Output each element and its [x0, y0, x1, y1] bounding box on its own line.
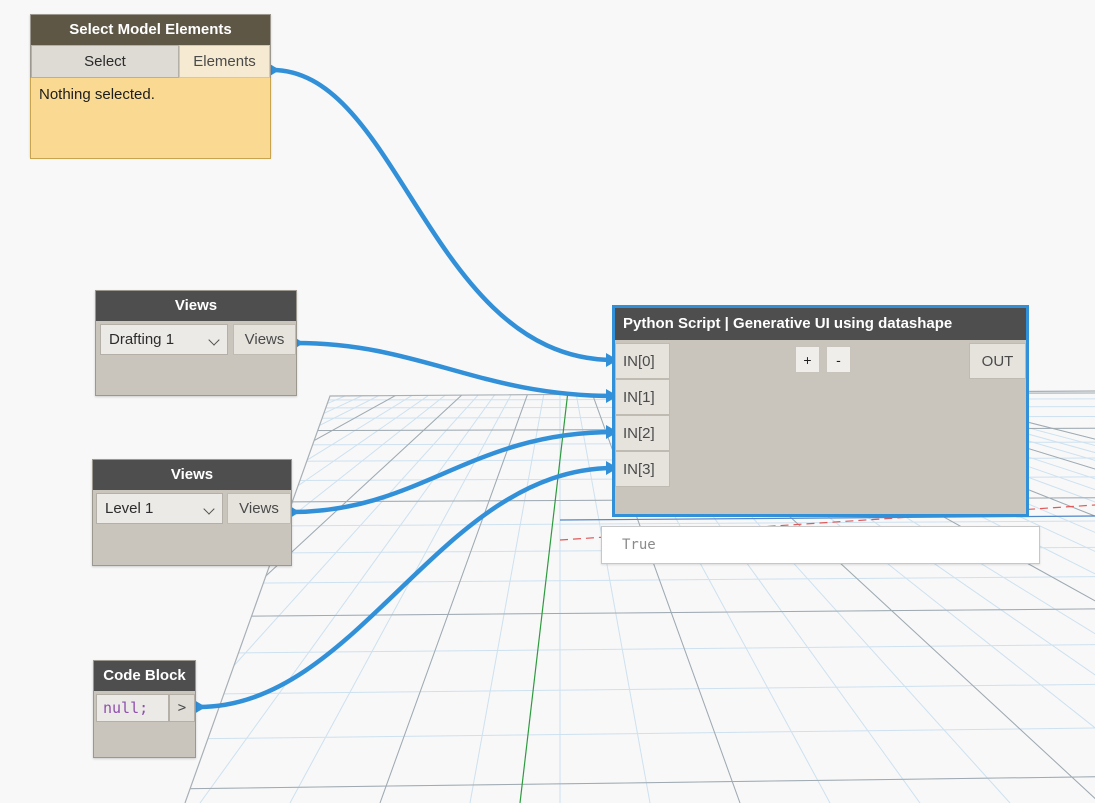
- node-title-views-level: Views: [93, 460, 291, 490]
- chevron-down-icon: [209, 334, 221, 346]
- wire-viewsdrafting-to-in1[interactable]: [293, 340, 617, 399]
- views-dropdown-drafting-value: Drafting 1: [109, 331, 175, 348]
- remove-input-button[interactable]: -: [826, 346, 851, 373]
- node-views-level[interactable]: Views Level 1 Views: [92, 459, 292, 566]
- output-port-elements[interactable]: Elements: [179, 45, 270, 78]
- chevron-down-icon: [204, 503, 216, 515]
- input-port-in2[interactable]: IN[2]: [615, 415, 670, 451]
- node-title-python-script: Python Script | Generative UI using data…: [615, 308, 1026, 340]
- node-warning-message: Nothing selected.: [30, 78, 271, 159]
- node-code-block[interactable]: Code Block null; >: [93, 660, 196, 758]
- views-dropdown-level-value: Level 1: [105, 500, 154, 517]
- output-port-code-block[interactable]: >: [169, 694, 195, 722]
- select-button[interactable]: Select: [31, 45, 179, 78]
- add-input-button[interactable]: +: [795, 346, 820, 373]
- views-dropdown-level[interactable]: Level 1: [96, 493, 223, 524]
- preview-bubble-python-script[interactable]: True: [601, 526, 1040, 564]
- input-port-in0[interactable]: IN[0]: [615, 343, 670, 379]
- node-title-select-model-elements: Select Model Elements: [31, 15, 270, 45]
- wire-codeblock-to-in3[interactable]: [195, 465, 617, 710]
- output-port-views-drafting[interactable]: Views: [233, 324, 296, 355]
- output-port-views-level[interactable]: Views: [227, 493, 291, 524]
- node-views-drafting[interactable]: Views Drafting 1 Views: [95, 290, 297, 396]
- output-port-out[interactable]: OUT: [969, 343, 1026, 379]
- wire-viewslevel-to-in2[interactable]: [289, 429, 617, 515]
- node-title-code-block: Code Block: [94, 661, 195, 691]
- code-block-editor[interactable]: null;: [96, 694, 169, 722]
- views-dropdown-drafting[interactable]: Drafting 1: [100, 324, 228, 355]
- axis-line-green: [519, 391, 569, 803]
- wire-elements-to-in0[interactable]: [269, 67, 617, 363]
- node-title-views-drafting: Views: [96, 291, 296, 321]
- input-port-in1[interactable]: IN[1]: [615, 379, 670, 415]
- node-python-script[interactable]: Python Script | Generative UI using data…: [612, 305, 1029, 517]
- input-port-in3[interactable]: IN[3]: [615, 451, 670, 487]
- node-select-model-elements[interactable]: Select Model Elements Select Elements No…: [30, 14, 271, 159]
